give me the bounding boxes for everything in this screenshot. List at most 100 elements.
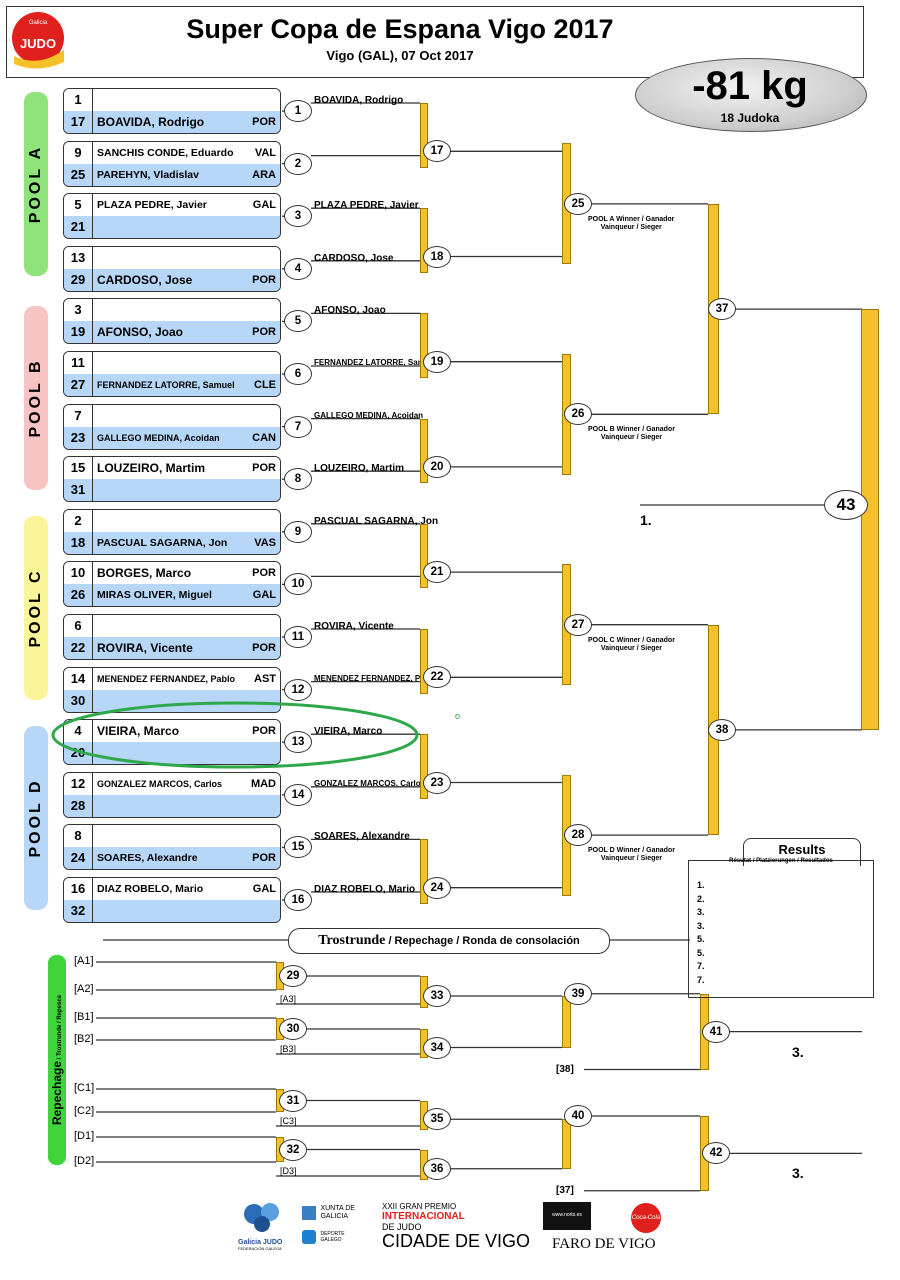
athlete-name: MENENDEZ FERNANDEZ, Pablo bbox=[97, 673, 236, 684]
third-place-label: 3. bbox=[792, 1165, 804, 1182]
repechage-label: [B1] bbox=[74, 1011, 94, 1023]
pool-tab-3 bbox=[24, 516, 48, 700]
athlete-name: BOAVIDA, Rodrigo bbox=[97, 115, 205, 129]
match-circle: 16 bbox=[284, 889, 312, 911]
repechage-banner: Trostrunde / Repechage / Ronda de consol… bbox=[288, 928, 610, 954]
repechage-loser-label: [C3] bbox=[280, 1116, 297, 1126]
match-circle: 15 bbox=[284, 836, 312, 859]
results-box bbox=[688, 860, 874, 998]
repechage-label: [A1] bbox=[74, 955, 94, 967]
repechage-side-main: Repechage bbox=[50, 1061, 64, 1126]
athlete-nation: VAL bbox=[254, 146, 276, 159]
deporte-icon bbox=[302, 1229, 316, 1244]
match-circle: 38 bbox=[708, 718, 736, 741]
repechage-label: [A2] bbox=[74, 983, 94, 995]
results-title: Results bbox=[778, 842, 826, 857]
cross-label: [38] bbox=[556, 1063, 574, 1075]
seed-number: 24 bbox=[64, 847, 93, 870]
match-circle: 10 bbox=[284, 573, 312, 596]
round1-winner: DIAZ ROBELO, Mario bbox=[314, 884, 416, 895]
sport-logo: www.norts.es bbox=[543, 1202, 591, 1230]
pool-winner-line2: Vainqueur / Sieger bbox=[600, 855, 662, 863]
seed-number: 14 bbox=[64, 667, 93, 690]
athlete-nation: VAS bbox=[254, 536, 276, 549]
round1-winner: SOARES, Alexandre bbox=[314, 831, 410, 843]
gp-line4: CIDADE DE VIGO bbox=[382, 1231, 531, 1251]
match-circle: 32 bbox=[279, 1138, 307, 1161]
match-circle: 11 bbox=[284, 626, 312, 648]
final-bar bbox=[861, 309, 879, 730]
athlete-name: LOUZEIRO, Martim bbox=[97, 461, 206, 476]
match-circle: 13 bbox=[284, 731, 312, 754]
repechage-banner-bold: Trostrunde bbox=[318, 933, 386, 948]
draw-slot: 32 bbox=[64, 900, 280, 922]
deporte-text: DEPORTE GALEGO bbox=[320, 1230, 345, 1243]
results-subtitle: Résutat / Platzierungen / Resultados bbox=[729, 858, 833, 864]
seed-number: 13 bbox=[64, 246, 93, 269]
athlete-name: ROVIRA, Vicente bbox=[97, 641, 193, 655]
athlete-name: MIRAS OLIVER, Miguel bbox=[97, 589, 212, 602]
repechage-side-small: / Trostrunde / Repesca bbox=[57, 994, 63, 1061]
athlete-name: SANCHIS CONDE, Eduardo bbox=[97, 146, 234, 159]
match-circle: 42 bbox=[702, 1142, 730, 1165]
seed-number: 31 bbox=[64, 479, 93, 502]
seed-number: 12 bbox=[64, 772, 93, 795]
match-circle: 8 bbox=[284, 468, 312, 491]
repechage-label: [B2] bbox=[74, 1033, 94, 1045]
gp-line3: DE JUDO bbox=[382, 1222, 422, 1232]
match-circle: 6 bbox=[284, 363, 312, 385]
repechage-label: [C1] bbox=[74, 1082, 95, 1094]
result-place: 3. bbox=[697, 920, 705, 931]
faro-de-vigo-logo: FARO DE VIGO bbox=[552, 1236, 656, 1252]
round2-bar bbox=[420, 313, 428, 378]
galicia-judo-text: Galicia JUDO bbox=[238, 1239, 283, 1246]
coca-cola-logo: Coca-Cola bbox=[631, 1203, 661, 1233]
seed-number: 26 bbox=[64, 584, 93, 607]
match-circle: 7 bbox=[284, 415, 312, 438]
round2-bar bbox=[420, 418, 428, 484]
seed-number: 30 bbox=[64, 689, 93, 712]
round1-winner: GALLEGO MEDINA, Acoidan bbox=[314, 410, 424, 420]
athlete-nation: POR bbox=[252, 326, 276, 339]
repechage-label: [C2] bbox=[74, 1105, 95, 1117]
result-place: 5. bbox=[697, 947, 705, 958]
athlete-nation: ARA bbox=[252, 168, 276, 181]
galicia-judo-icon bbox=[244, 1203, 279, 1232]
seed-number: 18 bbox=[64, 531, 93, 554]
match-circle: 3 bbox=[284, 205, 312, 228]
match-circle: 30 bbox=[279, 1018, 307, 1040]
athlete-nation: GAL bbox=[252, 883, 276, 895]
pool-winner-line2: Vainqueur / Sieger bbox=[600, 644, 662, 652]
gran-premio-logo: XXII GRAN PREMIO INTERNACIONAL DE JUDO C… bbox=[382, 1202, 531, 1251]
draw-slot: 21 bbox=[64, 216, 280, 239]
match-circle: 37 bbox=[708, 298, 736, 321]
match-circle: 23 bbox=[423, 771, 451, 794]
athlete-nation: GAL bbox=[252, 199, 276, 212]
match-circle: 17 bbox=[423, 140, 451, 163]
athlete-nation: POR bbox=[252, 852, 276, 865]
weight-class: -81 kg bbox=[692, 64, 808, 108]
pool-winner-line1: POOL A Winner / Ganador bbox=[588, 215, 675, 223]
match-circle: 20 bbox=[423, 455, 451, 478]
results-tab bbox=[743, 838, 861, 866]
xunta-logo: XUNTA DE GALICIA DEPORTE GALEGO bbox=[302, 1204, 360, 1246]
round1-winner: BOAVIDA, Rodrigo bbox=[314, 95, 404, 106]
pool-winner-line1: POOL C Winner / Ganador bbox=[588, 636, 675, 644]
seed-number: 28 bbox=[64, 794, 93, 817]
round1-winner: PLAZA PEDRE, Javier bbox=[314, 200, 419, 212]
repechage-side-label: Repechage / Trostrunde / Repesca bbox=[50, 995, 64, 1125]
draw-slot: 31 bbox=[64, 479, 280, 502]
